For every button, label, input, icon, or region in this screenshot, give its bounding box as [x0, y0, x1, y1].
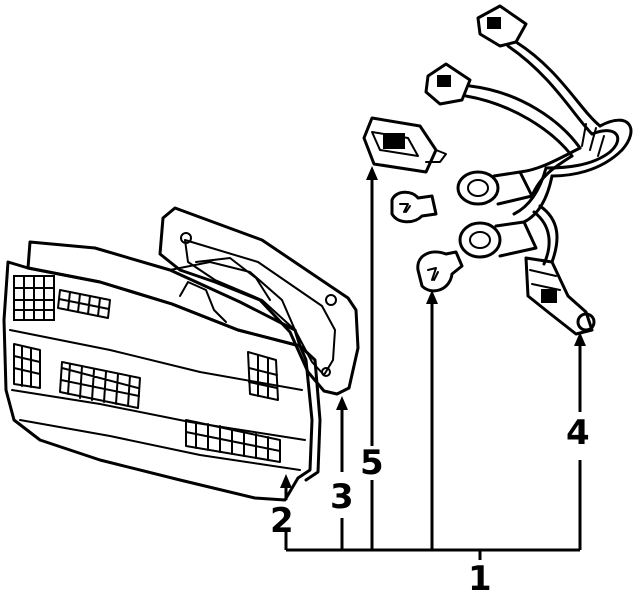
socket-upper [456, 170, 534, 206]
leader-lines [284, 172, 582, 560]
lens-grid-left-low [13, 343, 41, 389]
callout-3: 3 [330, 477, 354, 517]
callout-2: 2 [270, 501, 294, 541]
callout-4: 4 [566, 413, 590, 453]
arrow-to-connector [574, 332, 586, 346]
wiring-harness [424, 4, 633, 336]
arrowheads [280, 166, 586, 488]
lens-grid-top [57, 289, 111, 319]
socket-lower [458, 220, 538, 259]
arrow-to-gasket [336, 396, 348, 410]
large-bulb [416, 250, 464, 293]
lamp-assembly [2, 240, 322, 502]
gasket [158, 206, 360, 396]
callout-1: 1 [468, 559, 492, 595]
lens-grid-center [59, 361, 141, 409]
arrow-to-socket-plate [366, 166, 378, 180]
arrow-to-lens [280, 474, 292, 488]
callout-5: 5 [360, 443, 384, 483]
small-bulb [390, 190, 438, 224]
lens-grid-right [185, 419, 281, 463]
arrow-to-bulb [426, 290, 438, 304]
lens-grid-corner [247, 351, 279, 401]
socket-plate [362, 116, 447, 174]
lens-grid-left [13, 275, 55, 321]
